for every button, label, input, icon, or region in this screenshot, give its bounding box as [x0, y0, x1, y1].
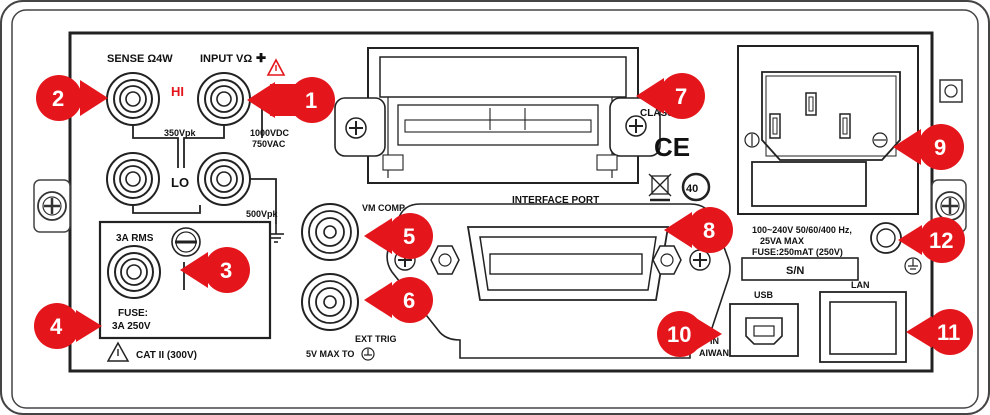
svg-text:✚: ✚	[256, 51, 266, 65]
input-lo-jack[interactable]	[197, 152, 251, 206]
fuse-label-1: FUSE:	[118, 308, 148, 319]
svg-text:8: 8	[703, 218, 715, 243]
fuse-holder-icon	[171, 227, 201, 257]
v1000-label: 1000VDC	[250, 128, 290, 138]
wire	[132, 125, 179, 152]
vm-comp-bnc-connector[interactable]	[301, 203, 359, 261]
svg-text:10: 10	[667, 322, 691, 347]
power-spec-1: 100~240V 50/60/400 Hz,	[752, 225, 852, 235]
svg-text:11: 11	[937, 320, 960, 345]
lan-port[interactable]	[819, 291, 907, 363]
hi-label: HI	[171, 84, 184, 99]
current-jack[interactable]	[107, 245, 161, 299]
sense-hi-jack[interactable]	[106, 72, 160, 126]
svg-text:4: 4	[50, 314, 63, 339]
made-in-2: AIWAN	[699, 348, 729, 358]
callout-9: 9	[893, 124, 964, 170]
gpib-screw-left	[394, 245, 460, 275]
svg-text:3: 3	[220, 258, 232, 283]
ext-trig-bnc-connector[interactable]	[301, 273, 359, 331]
svg-text:6: 6	[403, 288, 415, 313]
callout-5: 5	[364, 213, 433, 259]
weee-bin-icon	[648, 173, 672, 202]
svg-text:5: 5	[403, 224, 415, 249]
callout-6: 6	[364, 277, 433, 323]
callout-10: 10	[657, 311, 722, 357]
made-in-1: IN	[710, 336, 719, 346]
rms-label: 3A RMS	[116, 233, 154, 244]
usb-label: USB	[754, 290, 774, 300]
exttrig-label: EXT TRIG	[355, 334, 397, 344]
callout-2: 2	[36, 75, 108, 121]
callout-12: 12	[898, 217, 965, 263]
vmax-label: 5V MAX TO	[306, 349, 354, 359]
power-spec-3: FUSE:250mAT (250V)	[752, 247, 843, 257]
svg-text:9: 9	[934, 135, 946, 160]
sense-lo-jack[interactable]	[106, 152, 160, 206]
svg-text:1: 1	[305, 88, 317, 113]
svg-text:7: 7	[675, 84, 687, 109]
svg-text:2: 2	[52, 86, 64, 111]
sense-label: SENSE Ω4W	[107, 53, 173, 65]
class-a-label: CLASS A	[640, 108, 684, 119]
right-screw	[931, 179, 967, 233]
v750-label: 750VAC	[252, 139, 286, 149]
fuse-label-2: 3A 250V	[112, 321, 151, 332]
chassis-ground-terminal[interactable]	[870, 222, 902, 254]
v500-label: 500Vpk	[246, 209, 279, 219]
serial-number-box	[741, 257, 859, 281]
callout-8: 8	[664, 207, 733, 253]
left-screw	[33, 179, 71, 233]
option-slot[interactable]	[334, 47, 661, 184]
v350-label: 350Vpk	[164, 128, 197, 138]
callout-1: 1	[247, 77, 335, 123]
vmcomp-label: VM COMP	[362, 203, 405, 213]
callout-3: 3	[180, 247, 250, 293]
warning-icon	[266, 58, 286, 76]
input-label: INPUT VΩ	[200, 53, 252, 65]
power-spec-2: 25VA MAX	[760, 236, 804, 246]
interface-label: INTERFACE PORT	[512, 195, 599, 206]
earth-ground-icon	[904, 257, 922, 275]
sn-label: S/N	[786, 265, 804, 277]
power-inlet[interactable]	[737, 45, 919, 215]
lan-label: LAN	[851, 280, 870, 290]
wire	[250, 178, 277, 224]
lo-label: LO	[171, 175, 189, 190]
callout-11: 11	[906, 309, 973, 355]
wire	[132, 205, 201, 214]
ce-mark: CE	[654, 132, 690, 162]
cat-label: CAT II (300V)	[136, 350, 197, 361]
gpib-connector[interactable]	[466, 226, 670, 301]
eco-40-icon: 40	[681, 172, 711, 202]
svg-text:40: 40	[686, 183, 698, 195]
usb-port[interactable]	[729, 303, 799, 357]
cat-warning-icon	[106, 341, 130, 362]
svg-text:12: 12	[929, 228, 953, 253]
input-hi-jack[interactable]	[197, 72, 251, 126]
callout-7: 7	[636, 73, 705, 119]
wire	[183, 125, 225, 152]
chassis-ground-icon	[361, 347, 375, 361]
callout-4: 4	[34, 303, 102, 349]
